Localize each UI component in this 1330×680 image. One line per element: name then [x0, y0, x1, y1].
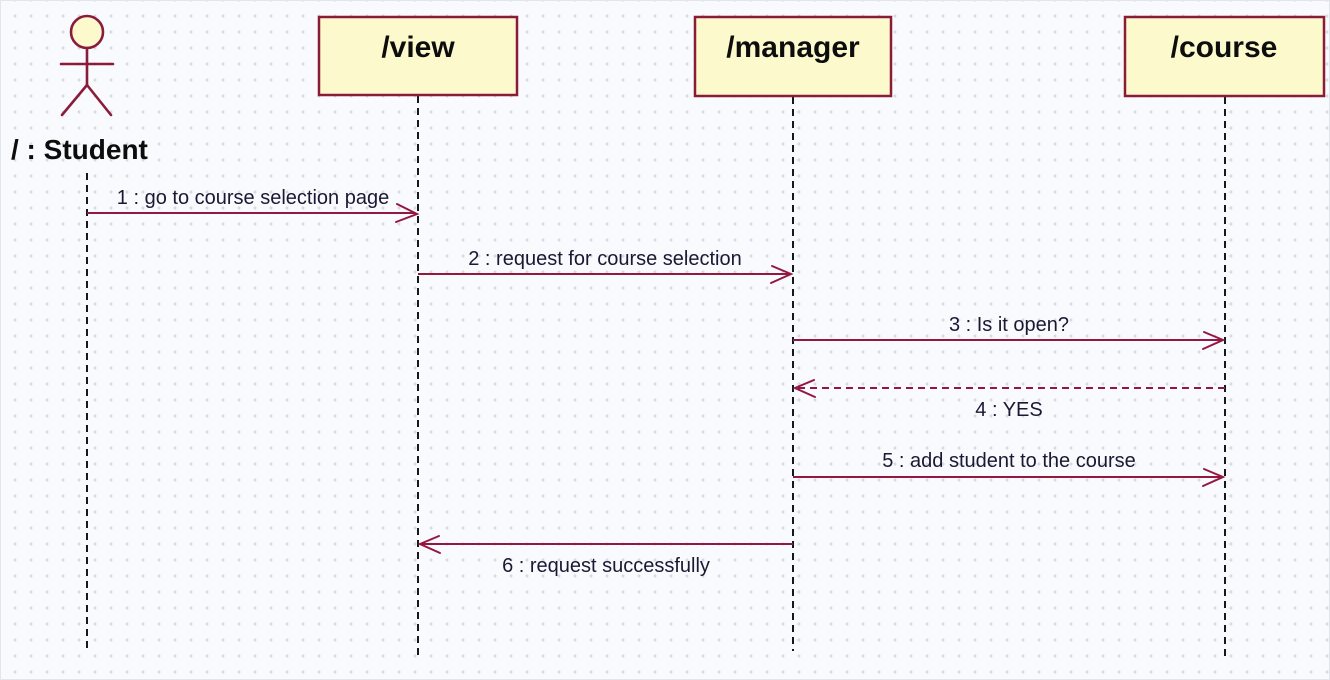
participant-manager-label: /manager — [726, 31, 860, 64]
message-2: 2 : request for course selection — [418, 248, 794, 284]
actor-label: / : Student — [11, 134, 148, 165]
message-1: 1 : go to course selection page — [87, 187, 420, 223]
message-5-arrowhead-icon — [1202, 468, 1226, 487]
participant-manager-box — [693, 15, 893, 98]
participant-course-label: /course — [1171, 31, 1278, 64]
message-4-label: 4 : YES — [975, 399, 1042, 421]
participant-course-box — [1123, 15, 1326, 98]
participant-manager: /manager — [693, 15, 893, 98]
actor-student: / : Student — [11, 14, 148, 165]
message-6: 6 : request successfully — [417, 535, 793, 577]
message-2-arrowhead-icon — [770, 265, 794, 284]
message-6-arrowhead-icon — [417, 535, 441, 554]
message-1-label: 1 : go to course selection page — [117, 187, 389, 209]
message-4-arrowhead-icon — [792, 379, 816, 398]
message-3-label: 3 : Is it open? — [949, 314, 1069, 336]
message-5-label: 5 : add student to the course — [882, 450, 1136, 472]
message-1-arrowhead-icon — [395, 203, 420, 223]
participant-view-label: /view — [381, 31, 455, 64]
message-2-label: 2 : request for course selection — [468, 248, 741, 270]
message-3-arrowhead-icon — [1202, 331, 1226, 350]
actor-left-leg — [60, 83, 89, 117]
message-4: 4 : YES — [792, 379, 1225, 421]
message-5: 5 : add student to the course — [793, 450, 1226, 487]
participant-view-box — [317, 15, 519, 97]
actor-head-icon — [69, 14, 105, 50]
participant-view: /view — [317, 15, 519, 97]
actor-right-leg — [85, 83, 113, 117]
message-3: 3 : Is it open? — [793, 314, 1226, 350]
message-6-label: 6 : request successfully — [502, 555, 710, 577]
participant-course: /course — [1123, 15, 1326, 98]
